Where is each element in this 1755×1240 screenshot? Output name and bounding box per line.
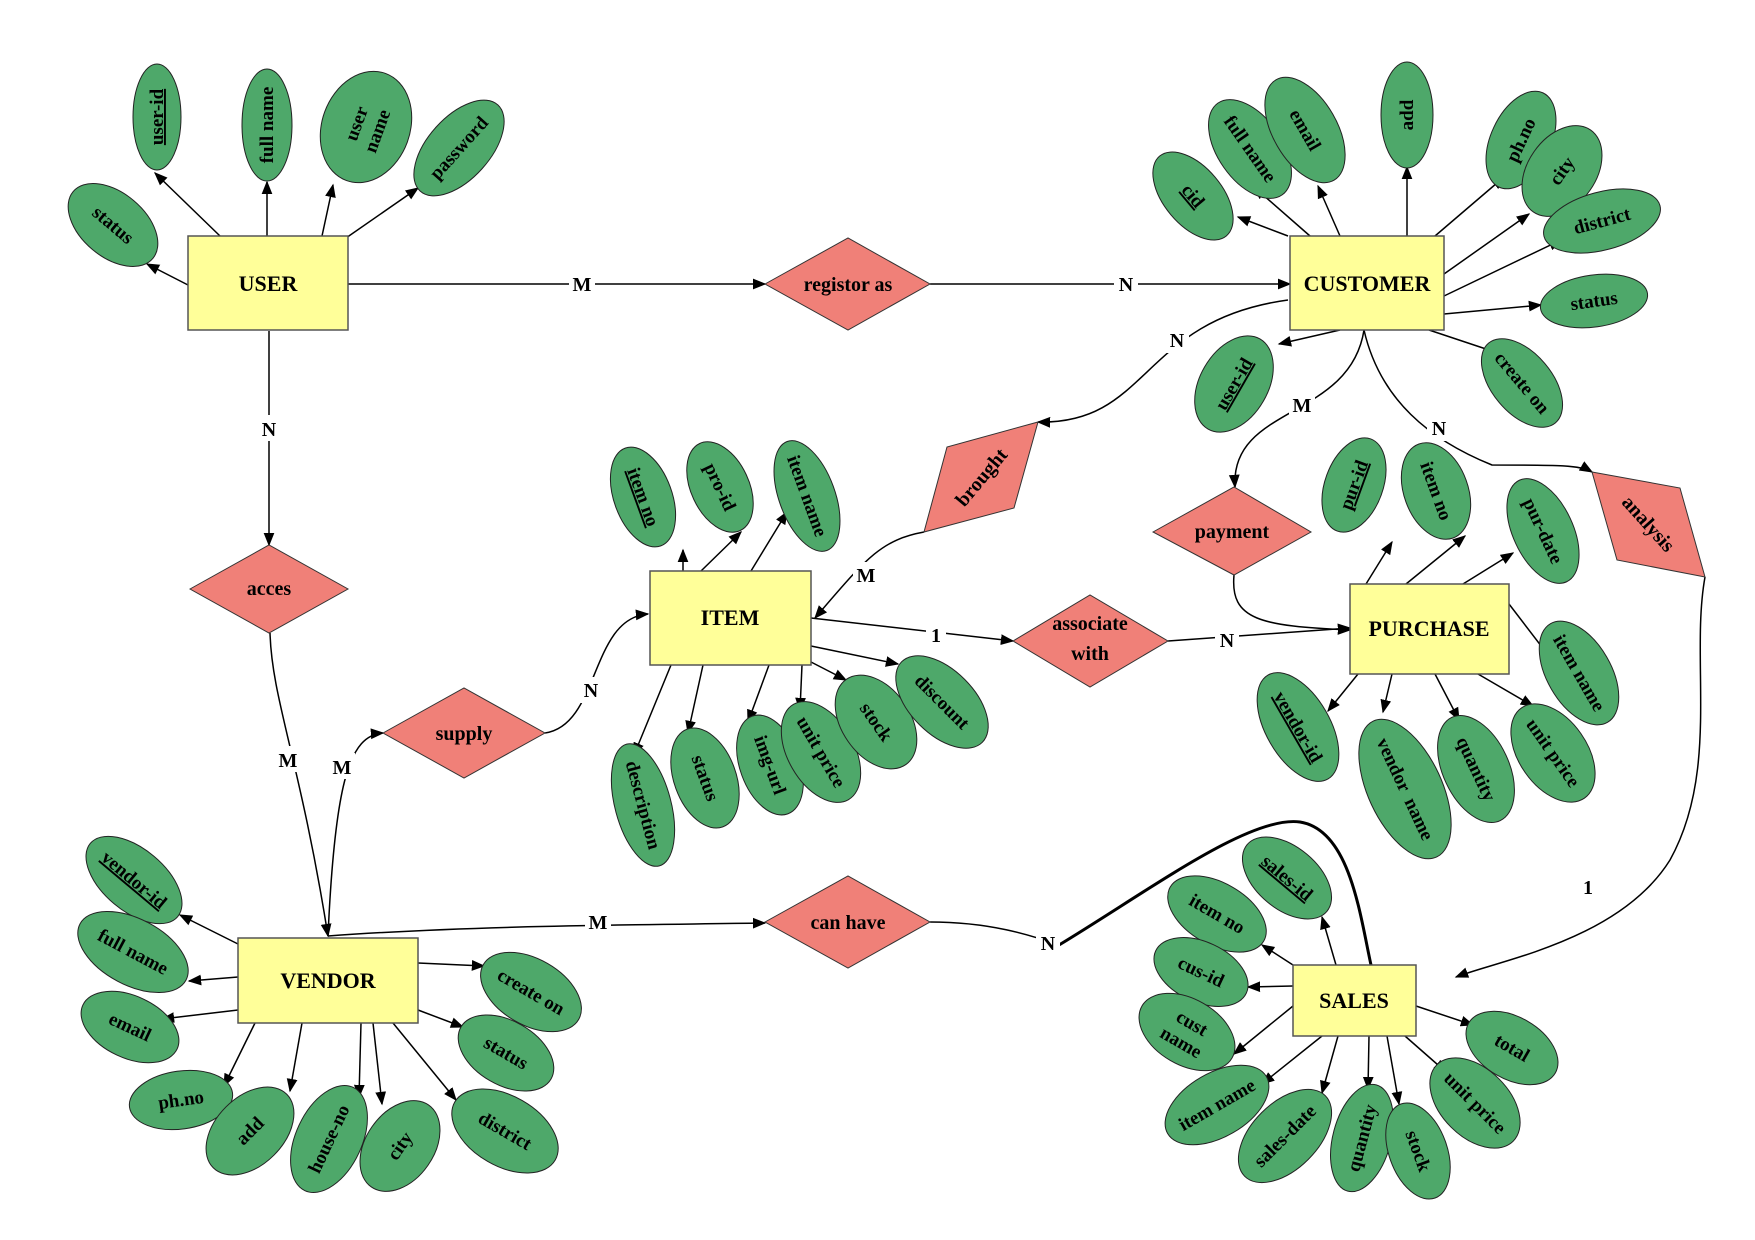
card-customer-payment: M xyxy=(1293,395,1312,417)
relationship-supply-label: supply xyxy=(436,723,493,745)
entity-user: USER xyxy=(187,235,349,331)
entity-sales-label: SALES xyxy=(1319,988,1389,1013)
card-customer-analysis: N xyxy=(1432,418,1447,440)
entity-vendor: VENDOR xyxy=(237,937,419,1024)
attr-customer-city: city xyxy=(1521,125,1603,217)
entity-customer-label: CUSTOMER xyxy=(1304,271,1432,296)
attr-vendor-district: district xyxy=(451,1088,559,1174)
attributes: user-id full name user name password sta… xyxy=(67,61,1661,1200)
entity-purchase-label: PURCHASE xyxy=(1368,616,1489,641)
card-brought-item: M xyxy=(857,565,876,587)
attr-item-status: status xyxy=(670,727,740,829)
attr-sales-item-no: item no xyxy=(1167,875,1267,953)
attr-sales-total: total xyxy=(1465,1010,1559,1086)
card-customer-brought: N xyxy=(1170,330,1185,352)
card-supply-item: N xyxy=(584,680,599,702)
attr-purchase-vendor-id: vendor-id xyxy=(1256,672,1340,782)
attr-customer-status: status xyxy=(1539,273,1649,329)
attr-customer-district: district xyxy=(1543,188,1661,254)
relationship-associate-label-1: associate xyxy=(1052,613,1128,635)
attr-customer-add-label: add xyxy=(1397,99,1418,130)
cardinality-labels: M N N M N M M N 1 N M N M N 1 xyxy=(257,270,1598,956)
attr-purchase-item-no: item no xyxy=(1400,442,1472,540)
entity-item: ITEM xyxy=(649,570,812,666)
attr-customer-email: email xyxy=(1264,76,1346,184)
card-vendor-supply: M xyxy=(333,757,352,779)
attr-sales-cust-name: cust name xyxy=(1138,992,1236,1072)
attr-item-stock: stock xyxy=(834,674,918,770)
attr-customer-cid: cid xyxy=(1152,151,1234,241)
attr-item-item-name: item name xyxy=(773,440,841,552)
entity-user-label: USER xyxy=(239,271,299,296)
attr-vendor-vendor-id: vendor-id xyxy=(85,835,183,925)
attr-vendor-city: city xyxy=(359,1100,441,1192)
attr-customer-add: add xyxy=(1380,61,1434,169)
card-item-associate: 1 xyxy=(931,625,941,647)
card-acces-vendor: M xyxy=(279,750,298,772)
attr-vendor-add: add xyxy=(205,1086,295,1176)
relationship-payment: payment xyxy=(1151,486,1313,576)
relationship-analysis: analysis xyxy=(1591,471,1706,578)
attr-item-pro-id: pro-id xyxy=(686,441,754,533)
attr-user-full-name-label: full name xyxy=(257,87,278,164)
attr-item-description: description xyxy=(610,743,676,867)
attr-sales-cus-id: cus-id xyxy=(1153,937,1249,1007)
relationship-can-have-label: can have xyxy=(811,912,886,934)
connector-lines xyxy=(145,165,1706,1106)
attr-user-status: status xyxy=(67,183,159,267)
relationship-supply: supply xyxy=(381,687,547,779)
attr-item-item-no: item no xyxy=(609,446,677,548)
card-associate-purchase: N xyxy=(1220,630,1235,652)
attr-user-password: password xyxy=(413,99,505,197)
relationship-registor-as: registor as xyxy=(763,237,932,331)
attr-sales-sales-id: sales-id xyxy=(1241,836,1333,920)
attr-purchase-quantity: quantity xyxy=(1437,714,1515,824)
attr-customer-user-id: user-id xyxy=(1194,335,1274,433)
attr-vendor-create-on: create on xyxy=(480,951,582,1033)
attr-purchase-pur-date: pur-date xyxy=(1506,478,1580,584)
attr-vendor-full-name: full name xyxy=(77,910,189,994)
relationship-associate-label-2: with xyxy=(1071,643,1109,665)
entity-sales: SALES xyxy=(1292,964,1417,1037)
attr-item-discount: discount xyxy=(895,655,989,749)
relationship-brought: brought xyxy=(923,421,1039,533)
attr-vendor-status: status xyxy=(457,1014,555,1092)
attr-sales-sales-date: sales-date xyxy=(1237,1088,1333,1184)
entity-customer: CUSTOMER xyxy=(1289,235,1445,331)
attr-sales-quantity: quantity xyxy=(1330,1083,1394,1193)
relationship-can-have: can have xyxy=(763,875,932,969)
card-canhave-sales: N xyxy=(1041,933,1056,955)
relationship-acces: acces xyxy=(188,544,350,634)
attr-vendor-email: email xyxy=(80,990,180,1064)
card-user-acces: N xyxy=(262,419,277,441)
attr-purchase-unit-price: unit price xyxy=(1510,703,1596,803)
attr-customer-create-on: create on xyxy=(1480,338,1564,428)
attr-purchase-pur-id: pur-id xyxy=(1321,437,1387,533)
attr-sales-unit-price: unit price xyxy=(1429,1057,1521,1149)
entity-item-label: ITEM xyxy=(701,605,760,630)
relationship-acces-label: acces xyxy=(247,578,292,600)
card-vendor-canhave: M xyxy=(589,912,608,934)
attr-user-full-name: full name xyxy=(241,68,293,182)
attr-purchase-vendor-name: vendor name xyxy=(1358,718,1452,860)
attr-user-user-id: user-id xyxy=(132,63,182,171)
card-user-registor: M xyxy=(573,274,592,296)
relationship-registor-as-label: registor as xyxy=(804,274,893,296)
card-analysis-sales: 1 xyxy=(1583,877,1593,899)
card-registor-customer: N xyxy=(1119,274,1134,296)
entity-purchase: PURCHASE xyxy=(1349,583,1510,675)
attr-user-user-id-label: user-id xyxy=(147,88,168,145)
attr-vendor-house-no: house-no xyxy=(290,1084,368,1194)
relationship-associate-with: associate with xyxy=(1012,594,1169,688)
relationship-payment-label: payment xyxy=(1195,521,1270,543)
attr-sales-stock: stock xyxy=(1385,1102,1451,1200)
entity-vendor-label: VENDOR xyxy=(280,968,376,993)
attr-user-user-name: user name xyxy=(319,70,413,184)
attr-vendor-ph-no: ph.no xyxy=(128,1069,234,1131)
